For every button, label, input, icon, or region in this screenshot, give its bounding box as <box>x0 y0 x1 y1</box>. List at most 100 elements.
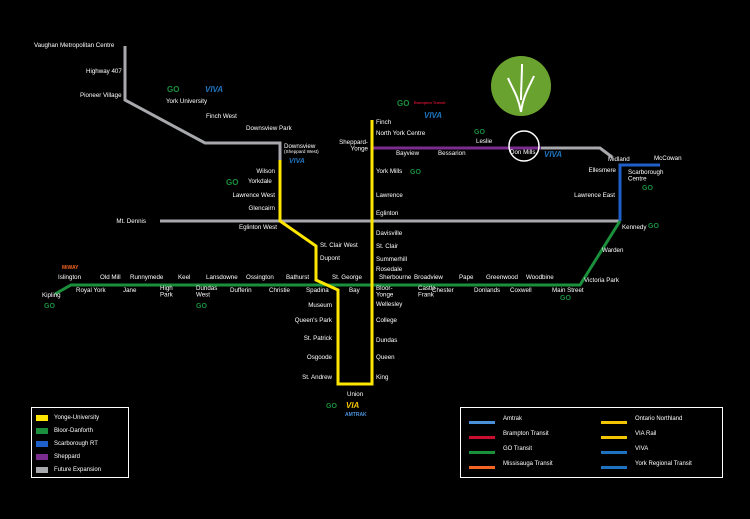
station-label-rosedale: Rosedale <box>376 266 403 273</box>
station-label-queen: Queen <box>376 354 395 361</box>
station-label-pioneer: Pioneer Village <box>80 92 122 99</box>
station-label-lawrence-west: Lawrence West <box>232 192 275 199</box>
service-icon <box>469 458 495 469</box>
brampton-logo-finch: Brampton Transit <box>414 101 446 105</box>
station-label-bloor-yonge: Bloor-Yonge <box>376 285 394 299</box>
go-logo-finch: GO <box>397 99 409 108</box>
miway-logo-kipling: MiWAY <box>62 265 79 271</box>
station-label-york-mills: York Mills <box>376 168 402 175</box>
service-label: Brampton Transit <box>503 430 549 437</box>
station-label-sherbourne: Sherbourne <box>379 274 412 281</box>
service-icon <box>469 443 495 454</box>
station-label-finch: Finch <box>376 119 392 126</box>
station-label-north-york: North York Centre <box>376 130 426 137</box>
tree-logo <box>491 56 551 162</box>
station-label-lawrence: Lawrence <box>376 192 403 199</box>
station-label-dundas: Dundas <box>376 337 397 344</box>
service-label: VIVA <box>635 445 649 452</box>
station-label-st-andrew: St. Andrew <box>302 374 332 381</box>
station-label-union: Union <box>347 391 364 398</box>
station-label-hwy407: Highway 407 <box>86 68 122 75</box>
station-label-victoria-park: Victoria Park <box>584 277 620 284</box>
go-logo-dundas-west: GO <box>196 303 207 310</box>
station-label-kipling: Kipling <box>42 292 61 299</box>
station-label-kennedy: Kennedy <box>622 224 647 231</box>
station-label-jane: Jane <box>123 287 137 294</box>
legend-label: Yonge-University <box>54 414 100 421</box>
station-label-wilson: Wilson <box>256 168 275 175</box>
tree-logo-trunk <box>507 63 535 113</box>
service-legend-item: Ontario Northland <box>601 413 682 424</box>
station-label-finch-west: Finch West <box>206 113 237 120</box>
station-label-bayview: Bayview <box>396 150 420 157</box>
go-logo-leslie: GO <box>474 129 485 136</box>
viva-logo-downsview: VIVA <box>289 158 305 165</box>
future-expansion-lines <box>123 46 620 223</box>
station-label-dupont: Dupont <box>320 255 340 262</box>
legend-item: Scarborough RT <box>36 439 98 448</box>
legend-item: Bloor-Danforth <box>36 426 93 435</box>
sheppard-extension-line <box>541 146 613 159</box>
station-label-lawrence-east: Lawrence East <box>574 192 615 199</box>
station-label-st-patrick: St. Patrick <box>304 335 333 342</box>
service-icon <box>601 413 627 424</box>
station-label-ellesmere: Ellesmere <box>588 167 616 174</box>
scarborough-rt-line <box>618 163 660 221</box>
station-label-donlands: Donlands <box>474 287 500 294</box>
station-label-royal-york: Royal York <box>76 287 106 294</box>
station-label-woodbine: Woodbine <box>526 274 554 281</box>
don-mills-ring <box>508 130 540 162</box>
station-label-warden: Warden <box>602 247 624 254</box>
service-legend-item: York Regional Transit <box>601 458 692 469</box>
yonge-university-line <box>278 120 374 386</box>
legend-swatch <box>36 453 48 460</box>
amtrak-logo-union: AMTRAK <box>345 412 367 418</box>
brand-icons: GO VIVA GO VIVA GO Brampton Transit VIVA… <box>44 85 659 418</box>
station-label-vaughan: Vaughan Metropolitan Centre <box>34 42 115 49</box>
legend-label: Future Expansion <box>54 466 102 473</box>
viva-logo-finch: VIVA <box>424 111 442 120</box>
station-label-chester: Chester <box>432 287 454 294</box>
station-label-islington: Islington <box>58 274 82 281</box>
station-label-greenwood: Greenwood <box>486 274 519 281</box>
station-label-downsview-park: Downsview Park <box>246 125 293 132</box>
go-logo-kennedy: GO <box>648 223 659 230</box>
station-label-summerhill: Summerhill <box>376 256 407 263</box>
legend-label: Bloor-Danforth <box>54 427 94 434</box>
station-label-eglinton-west: Eglinton West <box>239 224 277 231</box>
service-icon <box>601 458 627 469</box>
station-label-mt-dennis: Mt. Dennis <box>116 218 146 225</box>
station-label-ossington: Ossington <box>246 274 274 281</box>
service-icon <box>601 428 627 439</box>
station-label-yorkdale: Yorkdale <box>248 178 272 185</box>
service-icon <box>469 413 495 424</box>
service-icon <box>601 443 627 454</box>
legend-label: Sheppard <box>54 453 81 460</box>
station-label-queens-park: Queen's Park <box>295 317 333 324</box>
viva-logo-york-university: VIVA <box>205 85 223 94</box>
station-label-old-mill: Old Mill <box>100 274 121 281</box>
viva-logo-don-mills: VIVA <box>544 150 562 159</box>
station-label-spadina: Spadina <box>306 287 329 294</box>
legend-swatch <box>36 466 48 473</box>
legend-swatch <box>36 414 48 421</box>
go-logo-kipling: GO <box>44 303 55 310</box>
go-logo-union: GO <box>326 403 337 410</box>
station-label-don-mills: Don Mills <box>510 149 535 156</box>
station-label-bessarion: Bessarion <box>438 150 466 157</box>
service-legend-item: VIVA <box>601 443 649 454</box>
station-label-bathurst: Bathurst <box>286 274 309 281</box>
go-logo-scarborough-centre: GO <box>642 185 653 192</box>
station-label-leslie: Leslie <box>476 138 493 145</box>
station-label-st-clair-west: St. Clair West <box>320 242 358 249</box>
station-label-wellesley: Wellesley <box>376 301 403 308</box>
station-label-main-street: Main Street <box>552 287 584 294</box>
station-label-coxwell: Coxwell <box>510 287 532 294</box>
service-label: Amtrak <box>503 415 523 422</box>
legend-swatch <box>36 440 48 447</box>
service-icon <box>469 428 495 439</box>
